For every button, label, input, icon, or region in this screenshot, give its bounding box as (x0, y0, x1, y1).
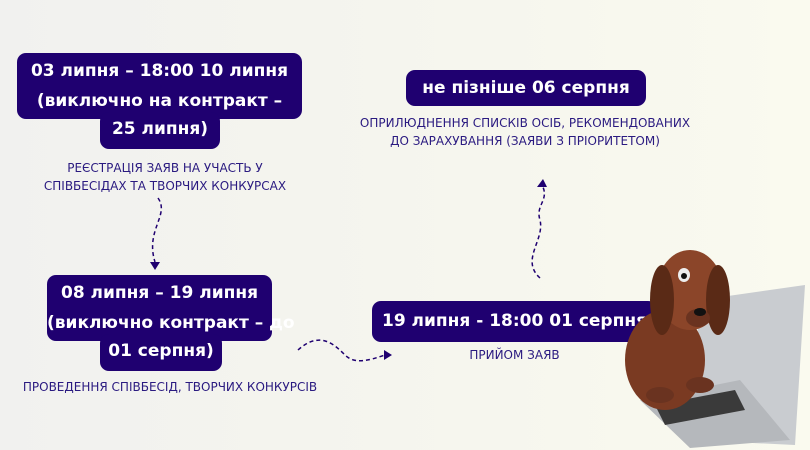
step2-date: 08 липня – 19 липня (виключно контракт –… (47, 275, 295, 341)
step3-caption: ПРИЙОМ ЗАЯВ (469, 348, 560, 362)
step1-caption: РЕЄСТРАЦІЯ ЗАЯВ НА УЧАСТЬ У СПІВБЕСІДАХ … (20, 159, 310, 195)
arrowhead-icon (150, 262, 160, 270)
step1-caption-line2: СПІВБЕСІДАХ ТА ТВОРЧИХ КОНКУРСАХ (43, 179, 287, 193)
step1-date-tail: 25 липня) (100, 112, 220, 149)
step4-caption-line2: ДО ЗАРАХУВАННЯ (ЗАЯВИ З ПРІОРИТЕТОМ) (390, 134, 660, 148)
step2-date-line2: (виключно контракт – до (47, 313, 295, 333)
step4-caption: ОПРИЛЮДНЕННЯ СПИСКІВ ОСІБ, РЕКОМЕНДОВАНИ… (330, 114, 720, 150)
step4-caption-line1: ОПРИЛЮДНЕННЯ СПИСКІВ ОСІБ, РЕКОМЕНДОВАНИ… (359, 116, 691, 130)
step4-date: не пізніше 06 серпня (406, 70, 646, 106)
arrow-step3-to-step4 (531, 184, 546, 279)
step2-date-tail: 01 серпня) (100, 334, 222, 371)
step3-date: 19 липня - 18:00 01 серпня (372, 301, 657, 342)
arrowhead-icon (384, 350, 392, 360)
arrow-step1-to-step2 (151, 197, 163, 263)
step2-date-line1: 08 липня – 19 липня (60, 283, 259, 303)
dog-with-laptop-illustration (625, 250, 805, 448)
arrowhead-icon (537, 179, 547, 187)
step1-date-line1: 03 липня – 18:00 10 липня (30, 61, 289, 81)
step1-date: 03 липня – 18:00 10 липня (виключно на к… (17, 53, 302, 119)
step2-caption: ПРОВЕДЕННЯ СПІВБЕСІД, ТВОРЧИХ КОНКУРСІВ (22, 380, 318, 394)
step1-caption-line1: РЕЄСТРАЦІЯ ЗАЯВ НА УЧАСТЬ У (67, 161, 263, 175)
step1-date-line2: (виключно на контракт – (36, 91, 283, 111)
arrow-step2-to-step3 (297, 339, 386, 362)
